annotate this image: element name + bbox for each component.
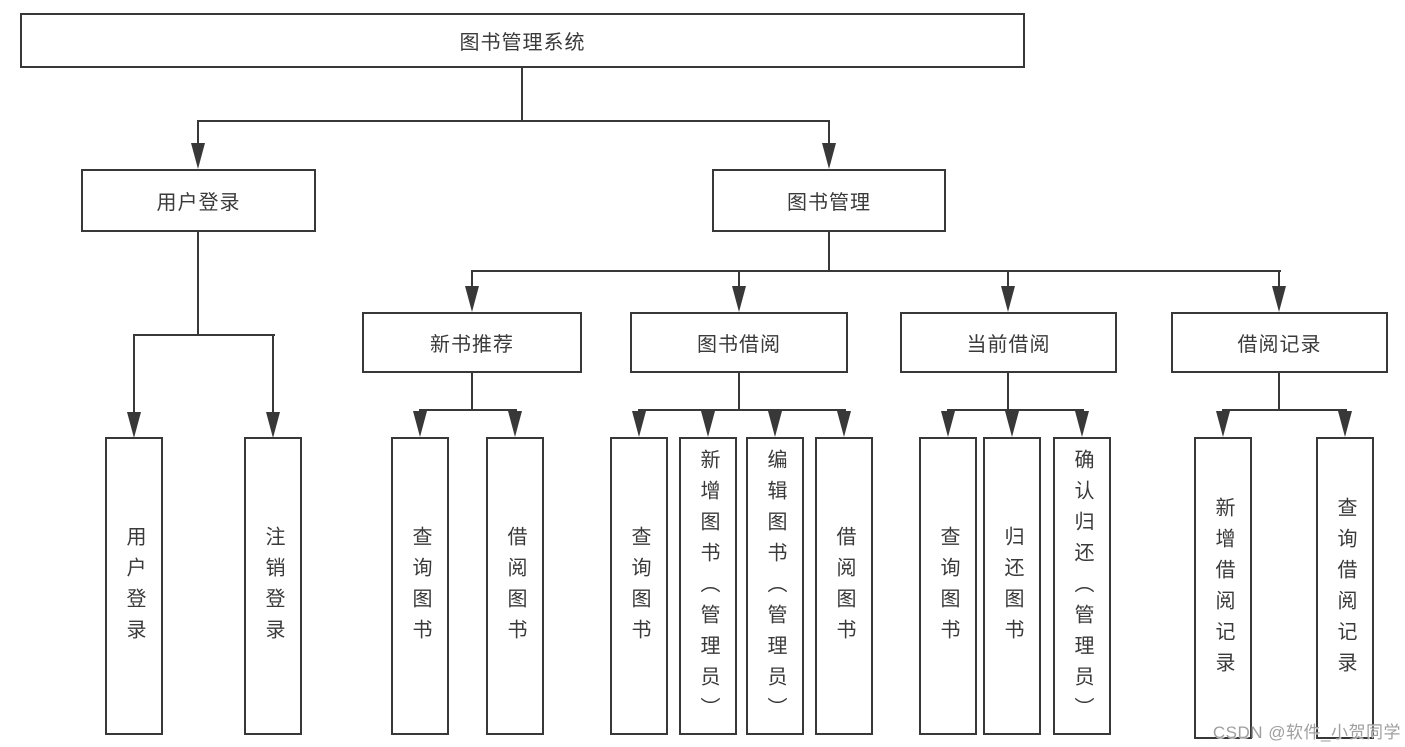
- connector-root-stub-left: [197, 120, 199, 146]
- connector-root-stub-right: [828, 120, 830, 146]
- arrowhead-to-add-borrow-record-icon: [1216, 411, 1230, 437]
- arrowhead-to-borrow-records-icon: [1272, 286, 1286, 312]
- arrowhead-to-borrow-books-2-icon: [837, 411, 851, 437]
- arrowhead-to-return-books-icon: [1005, 411, 1019, 437]
- connector-userlogin-horizontal: [133, 334, 275, 336]
- node-leaf-query-books-recommend: 查询图书: [391, 437, 449, 735]
- arrowhead-to-query-books-2-icon: [632, 411, 646, 437]
- node-user-login-branch: 用户登录: [81, 169, 316, 232]
- arrowhead-to-book-management-icon: [822, 143, 836, 169]
- arrowhead-to-user-login-icon: [191, 143, 205, 169]
- connector-stub-newbook: [471, 270, 473, 288]
- arrowhead-to-add-books-icon: [701, 411, 715, 437]
- arrowhead-to-query-borrow-record-icon: [1338, 411, 1352, 437]
- node-leaf-borrow-books: 借阅图书: [815, 437, 873, 735]
- connector-stub-currentborrow: [1007, 270, 1009, 288]
- arrowhead-to-query-books-1-icon: [413, 411, 427, 437]
- connector-bookborrow-vertical: [738, 373, 740, 411]
- connector-stub-bookborrow: [738, 270, 740, 288]
- node-leaf-query-books-borrow: 查询图书: [610, 437, 668, 735]
- arrowhead-to-logout-icon: [266, 412, 280, 438]
- arrowhead-to-current-borrow-icon: [1001, 286, 1015, 312]
- node-leaf-logout: 注销登录: [244, 437, 302, 735]
- node-book-borrow: 图书借阅: [630, 312, 848, 373]
- connector-userlogin-stub-right: [272, 334, 274, 414]
- node-leaf-edit-books-admin: 编辑图书（管理员）: [746, 437, 804, 735]
- connector-bookborrow-horizontal: [638, 409, 846, 411]
- node-current-borrow: 当前借阅: [900, 312, 1117, 373]
- node-leaf-user-login: 用户登录: [105, 437, 163, 735]
- arrowhead-to-query-books-3-icon: [941, 411, 955, 437]
- connector-borrowrecords-vertical: [1278, 373, 1280, 411]
- connector-root-vertical: [521, 68, 523, 122]
- arrowhead-to-new-book-recommend-icon: [465, 286, 479, 312]
- connector-bookmgmt-vertical: [828, 232, 830, 272]
- node-root-library-management-system: 图书管理系统: [20, 13, 1025, 68]
- arrowhead-to-confirm-return-icon: [1075, 411, 1089, 437]
- node-book-management-branch: 图书管理: [712, 169, 946, 232]
- arrowhead-to-book-borrow-icon: [732, 286, 746, 312]
- arrowhead-to-edit-books-icon: [768, 411, 782, 437]
- connector-borrowrecords-horizontal: [1222, 409, 1347, 411]
- connector-root-horizontal: [197, 120, 830, 122]
- csdn-watermark: CSDN @软件_小贺同学: [1212, 723, 1401, 742]
- node-leaf-query-borrow-record: 查询借阅记录: [1316, 437, 1374, 739]
- arrowhead-to-borrow-books-1-icon: [508, 411, 522, 437]
- connector-userlogin-vertical: [197, 232, 199, 336]
- connector-bookmgmt-horizontal: [471, 270, 1281, 272]
- node-new-book-recommend: 新书推荐: [362, 312, 582, 373]
- connector-currentborrow-horizontal: [947, 409, 1084, 411]
- node-leaf-add-borrow-record: 新增借阅记录: [1194, 437, 1252, 739]
- node-leaf-add-books-admin: 新增图书（管理员）: [679, 437, 737, 735]
- connector-userlogin-stub-left: [133, 334, 135, 414]
- connector-newbook-vertical: [471, 373, 473, 411]
- arrowhead-to-login-icon: [127, 412, 141, 438]
- connector-currentborrow-vertical: [1007, 373, 1009, 411]
- node-borrow-records: 借阅记录: [1171, 312, 1388, 373]
- node-leaf-return-books: 归还图书: [983, 437, 1041, 735]
- connector-newbook-horizontal: [419, 409, 517, 411]
- node-leaf-borrow-books-recommend: 借阅图书: [486, 437, 544, 735]
- node-leaf-confirm-return-admin: 确认归还（管理员）: [1053, 437, 1111, 735]
- connector-stub-borrowrecord: [1278, 270, 1280, 288]
- node-leaf-query-books-current: 查询图书: [919, 437, 977, 735]
